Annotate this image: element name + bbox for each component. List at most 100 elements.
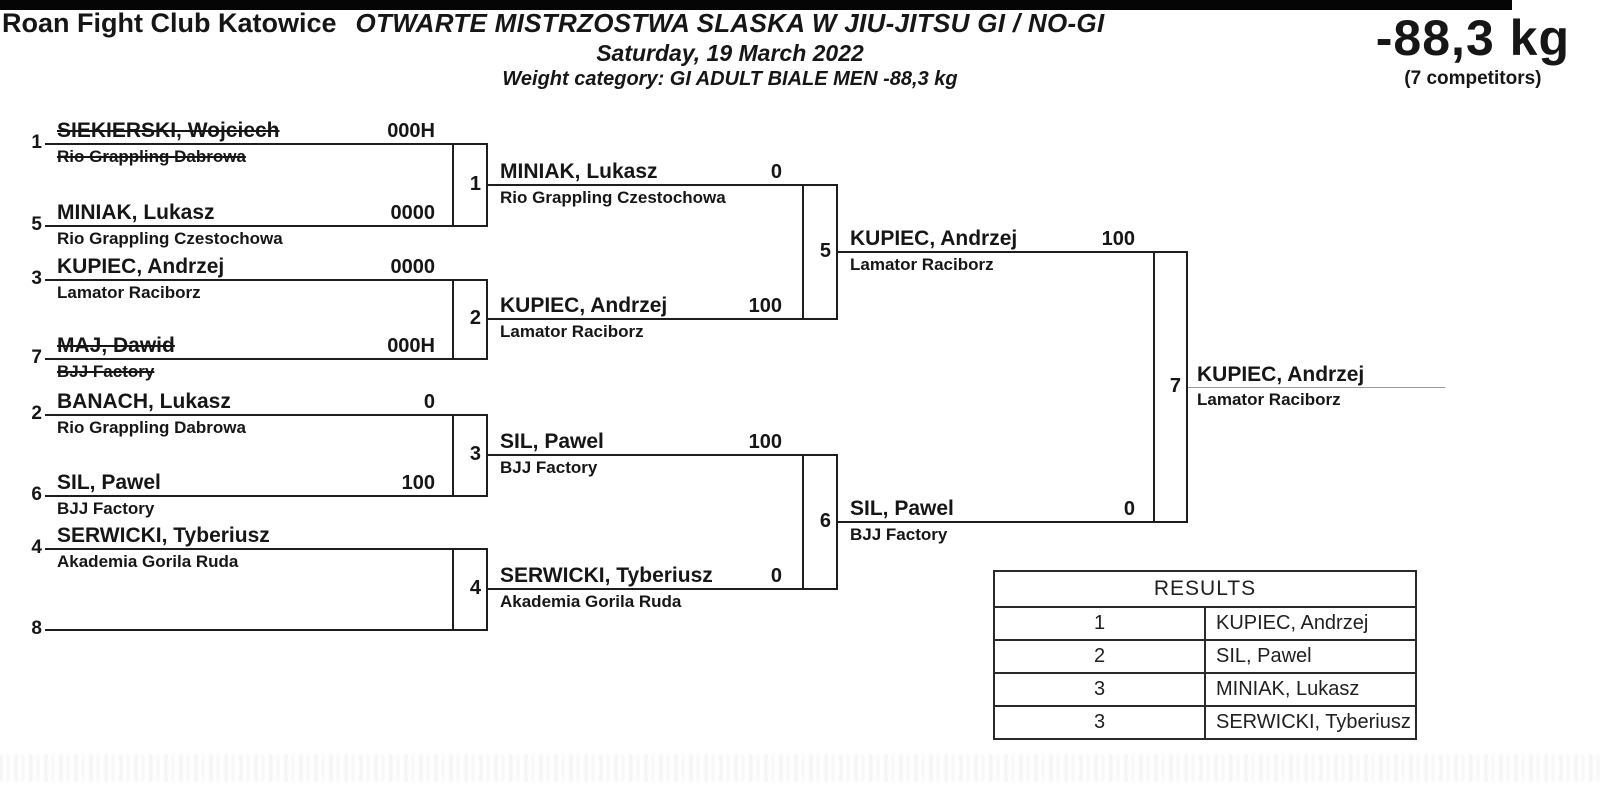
match-box-7: 7 <box>1153 251 1188 521</box>
competitor-name: KUPIEC, Andrzej <box>850 227 1018 250</box>
result-name: MINIAK, Lukasz <box>1204 672 1417 707</box>
results-table: RESULTS 1 KUPIEC, Andrzej 2 SIL, Pawel 3… <box>993 570 1417 740</box>
seed-number: 5 <box>31 214 42 235</box>
bracket-entry-semifinal: SERWICKI, Tyberiusz 0 <box>488 562 838 590</box>
competitor-club: Lamator Raciborz <box>850 255 994 274</box>
competitor-club: Rio Grappling Czestochowa <box>500 188 726 207</box>
match-box-1: 1 <box>452 143 488 225</box>
competitor-name: MINIAK, Lukasz <box>500 160 658 183</box>
result-name: SERWICKI, Tyberiusz <box>1204 705 1417 740</box>
match-score: 0000 <box>390 202 436 224</box>
competitor-name: KUPIEC, Andrzej <box>500 294 668 317</box>
match-score: 100 <box>748 431 782 453</box>
results-title: RESULTS <box>993 570 1417 608</box>
match-score: 0000 <box>390 256 436 278</box>
scan-noise-band <box>0 754 1600 782</box>
seed-number: 7 <box>31 347 42 368</box>
competitor-club: Rio Grappling Czestochowa <box>57 229 283 248</box>
seed-number: 4 <box>31 537 42 558</box>
weight-block: -88,3 kg (7 competitors) <box>1376 10 1570 90</box>
bracket-entry-semifinal: KUPIEC, Andrzej 100 <box>488 292 838 320</box>
competitor-club: Akademia Gorila Ruda <box>500 592 682 611</box>
competitor-club: BJJ Factory <box>500 458 598 477</box>
match-number: 4 <box>469 577 481 599</box>
competitor-name: SIL, Pawel <box>850 497 954 520</box>
bracket-entry-semifinal: SIL, Pawel 100 <box>488 428 838 456</box>
competitor-club: BJJ Factory <box>57 362 155 381</box>
match-score: 0 <box>770 161 782 183</box>
competitor-club: Lamator Raciborz <box>500 322 644 341</box>
competitor-name: SIL, Pawel <box>57 471 161 494</box>
match-score: 100 <box>401 472 435 494</box>
result-rank: 3 <box>993 705 1206 740</box>
competitor-count: (7 competitors) <box>1404 68 1542 89</box>
weight-label: -88,3 kg <box>1375 10 1570 66</box>
match-box-2: 2 <box>452 279 488 358</box>
bracket-entry-round1: MINIAK, Lukasz 0000 <box>45 199 488 227</box>
bracket-entry-round1: KUPIEC, Andrzej 0000 <box>45 253 488 281</box>
match-number: 3 <box>469 443 481 465</box>
match-box-5: 5 <box>802 184 838 318</box>
results-row: 3 MINIAK, Lukasz <box>993 672 1417 707</box>
weight-category-line: Weight category: GI ADULT BIALE MEN -88,… <box>502 68 958 90</box>
bracket-entry-final: KUPIEC, Andrzej 100 <box>838 225 1188 253</box>
bracket-entry-final: SIL, Pawel 0 <box>838 495 1188 523</box>
match-score: 000H <box>387 335 435 357</box>
event-title: OTWARTE MISTRZOSTWA SLASKA W JIU-JITSU G… <box>355 8 1105 38</box>
results-row: 2 SIL, Pawel <box>993 639 1417 674</box>
seed-number: 6 <box>31 484 42 505</box>
match-score: 100 <box>748 295 782 317</box>
competitor-name: SIL, Pawel <box>500 430 604 453</box>
bracket-entry-round1: SIEKIERSKI, Wojciech 000H <box>45 117 488 145</box>
bracket-entry-round1: SERWICKI, Tyberiusz <box>45 522 488 550</box>
seed-number: 3 <box>31 268 42 289</box>
match-score: 000H <box>387 120 435 142</box>
seed-number: 2 <box>31 403 42 424</box>
match-box-4: 4 <box>452 548 488 629</box>
result-name: KUPIEC, Andrzej <box>1204 606 1417 641</box>
result-name: SIL, Pawel <box>1204 639 1417 674</box>
competitor-name: MAJ, Dawid <box>57 334 175 357</box>
match-number: 6 <box>819 509 831 532</box>
competitor-name: BANACH, Lukasz <box>57 390 231 413</box>
organizer-club: Roan Fight Club Katowice <box>2 8 337 38</box>
bracket-entry-semifinal: MINIAK, Lukasz 0 <box>488 158 838 186</box>
results-row: 1 KUPIEC, Andrzej <box>993 606 1417 641</box>
competitor-name: SERWICKI, Tyberiusz <box>57 524 270 547</box>
bracket-entry-round1: SIL, Pawel 100 <box>45 469 488 497</box>
results-row: 3 SERWICKI, Tyberiusz <box>993 705 1417 740</box>
scan-top-bar <box>0 0 1512 10</box>
champion-entry: KUPIEC, Andrzej <box>1188 360 1445 388</box>
result-rank: 1 <box>993 606 1206 641</box>
bracket-entry-round1: MAJ, Dawid 000H <box>45 332 488 360</box>
competitor-club: Rio Grappling Dabrowa <box>57 418 246 437</box>
champion-name: KUPIEC, Andrzej <box>1197 363 1365 386</box>
competitor-club: Akademia Gorila Ruda <box>57 552 239 571</box>
match-number: 5 <box>819 239 831 262</box>
match-box-3: 3 <box>452 414 488 495</box>
result-rank: 3 <box>993 672 1206 707</box>
match-score: 0 <box>1123 498 1135 520</box>
bracket-entry-round1-bye <box>45 603 488 631</box>
match-number: 2 <box>469 307 481 329</box>
match-score: 100 <box>1101 228 1135 250</box>
event-date: Saturday, 19 March 2022 <box>596 40 864 66</box>
competitor-club: BJJ Factory <box>850 525 948 544</box>
competitor-club: Rio Grappling Dabrowa <box>57 147 246 166</box>
competitor-name: SIEKIERSKI, Wojciech <box>57 119 280 142</box>
competitor-name: KUPIEC, Andrzej <box>57 255 225 278</box>
competitor-name: SERWICKI, Tyberiusz <box>500 564 713 587</box>
match-number: 7 <box>1169 374 1181 397</box>
competitor-club: BJJ Factory <box>57 499 155 518</box>
competitor-name: MINIAK, Lukasz <box>57 201 215 224</box>
match-number: 1 <box>469 172 481 195</box>
competitor-club: Lamator Raciborz <box>57 283 201 302</box>
seed-number: 1 <box>31 132 42 153</box>
bracket-entry-round1: BANACH, Lukasz 0 <box>45 388 488 416</box>
match-score: 0 <box>770 565 782 587</box>
champion-club: Lamator Raciborz <box>1197 390 1341 409</box>
match-box-6: 6 <box>802 454 838 588</box>
seed-number: 8 <box>31 618 42 639</box>
result-rank: 2 <box>993 639 1206 674</box>
